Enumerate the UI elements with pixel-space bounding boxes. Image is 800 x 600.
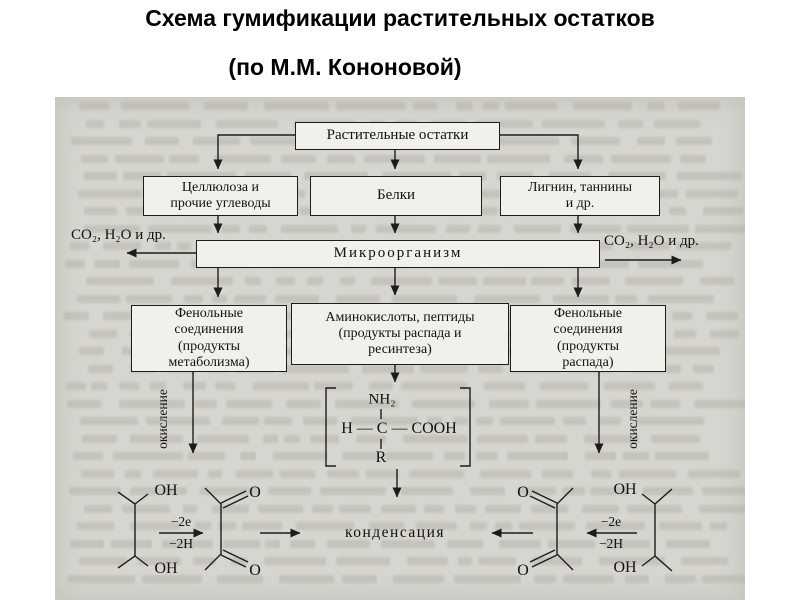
label-o-diketone-left-top: O	[249, 484, 261, 501]
label-oxidation-right: окисление	[625, 389, 640, 449]
formula-r-group: R	[375, 449, 387, 466]
label-oh-diol-right-bottom: OH	[613, 559, 637, 576]
box-cellulose: Целлюлоза и прочие углеводы	[143, 176, 298, 216]
diketone-right-bonds	[529, 487, 574, 571]
formula-backbone: H — C — COOH	[341, 420, 457, 437]
connector-lines	[117, 134, 682, 572]
label-minus2e-right: −2e	[600, 514, 622, 529]
label-oxidation-left: окисление	[155, 389, 170, 449]
flow-arrows	[126, 134, 682, 538]
diol-left-bonds	[117, 491, 149, 569]
box-proteins: Белки	[310, 176, 482, 216]
label-oh-diol-right-top: OH	[613, 481, 637, 498]
formula-nh2: NH₂	[368, 391, 396, 408]
slide-title: Схема гумификации растительных остатков	[145, 5, 655, 31]
box-phenolic-decay: Фенольные соединения (продукты распада)	[510, 305, 666, 372]
scanned-diagram: Растительные остатки Целлюлоза и прочие …	[55, 97, 745, 600]
label-o-diketone-right-bottom: O	[517, 562, 529, 579]
box-plant-residues: Растительные остатки	[295, 122, 500, 150]
box-phenolic-metabolism: Фенольные соединения (продукты метаболиз…	[131, 305, 287, 372]
diketone-left-bonds	[204, 487, 249, 571]
label-co2-h2o-right: CO₂, H₂O и др.	[604, 233, 699, 249]
box-lignin-tannins: Лигнин, таннины и др.	[500, 176, 660, 216]
label-oh-diol-left-top: OH	[154, 482, 178, 499]
slide-subtitle: (по М.М. Кононовой)	[228, 54, 462, 80]
label-oh-diol-left-bottom: OH	[154, 560, 178, 577]
label-minus2e-left: −2e	[170, 514, 192, 529]
box-amino-acids-peptides: Аминокислоты, пептиды (продукты распада …	[291, 303, 509, 365]
label-o-diketone-right-top: O	[517, 484, 529, 501]
formula-brackets	[325, 387, 471, 467]
label-condensation: конденсация	[344, 524, 446, 541]
label-minus2h-left: −2H	[168, 536, 194, 551]
label-co2-h2o-left: CO₂, H₂O и др.	[71, 227, 166, 243]
label-o-diketone-left-bottom: O	[249, 562, 261, 579]
box-microorganisms: Микроорганизм	[196, 240, 600, 268]
diol-right-bonds	[641, 488, 673, 572]
label-minus2h-right: −2H	[598, 536, 624, 551]
